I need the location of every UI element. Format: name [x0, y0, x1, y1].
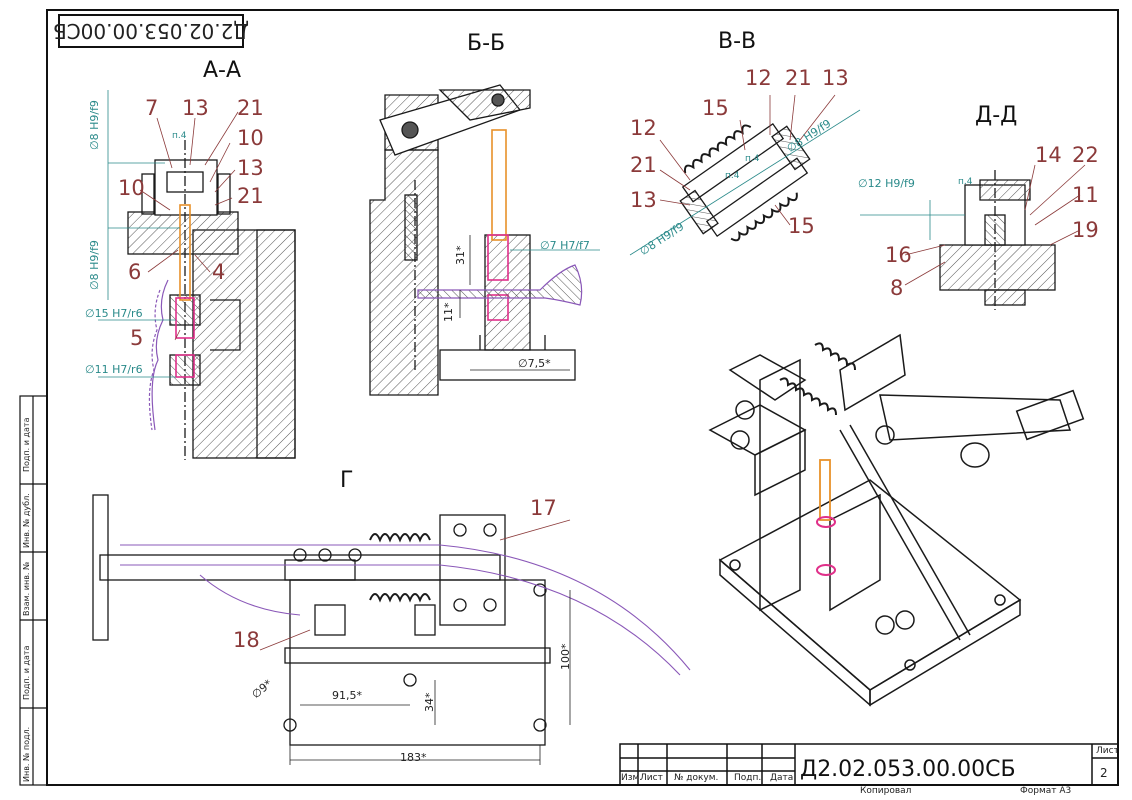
callout-dd-22: 22: [1072, 143, 1099, 167]
inverted-designation: Д2.02.053.00.00СБ: [53, 19, 249, 43]
fit-aa-4: ∅11 H7/r6: [85, 363, 143, 376]
callout-dd-16: 16: [885, 243, 912, 267]
title-block: [619, 743, 1119, 786]
dim-bb-11: 11*: [442, 302, 455, 323]
tb-col-sign: Подп.: [734, 773, 762, 783]
section-title-aa: А-А: [203, 58, 242, 83]
view-dd-leaders: [860, 164, 1086, 286]
callout-vv-21b: 21: [630, 153, 657, 177]
section-title-bb: Б-Б: [467, 31, 506, 56]
tb-col-doc: № докум.: [674, 773, 719, 783]
callout-vv-13b: 13: [630, 188, 657, 212]
callout-dd-8: 8: [890, 276, 904, 300]
callout-vv-13: 13: [822, 66, 849, 90]
side-stamp-5: Инв. № подл.: [22, 726, 31, 782]
fit-dd-1: ∅12 H9/f9: [858, 177, 915, 190]
callout-vv-21: 21: [785, 66, 812, 90]
fit-aa-1: ∅8 H9/f9: [88, 100, 101, 150]
tb-sheet-label: Лист: [1096, 746, 1119, 756]
isometric-rod: [816, 459, 836, 576]
callout-dd-11: 11: [1072, 183, 1099, 207]
callout-21: 21: [237, 96, 264, 120]
view-aa-leaders: [98, 90, 180, 378]
side-stamp-4: Подп. и дата: [22, 645, 31, 701]
side-stamp-2: Инв. № дубл.: [22, 493, 31, 548]
drawing-designation: Д2.02.053.00.00СБ: [800, 757, 1016, 782]
callout-6: 6: [128, 260, 142, 284]
note-dd: п.4: [958, 177, 973, 187]
view-bb: [369, 84, 576, 396]
tb-col-izm: Изм.: [621, 773, 643, 783]
inverted-designation-box: Д2.02.053.00.00СБ: [53, 14, 249, 48]
view-vv: [629, 109, 861, 256]
callout-dd-14: 14: [1035, 143, 1062, 167]
note-vv-1: п.4: [745, 154, 760, 164]
tb-sheet-number: 2: [1100, 766, 1108, 780]
section-title-vv: В-В: [718, 29, 757, 54]
tb-copied: Копировал: [860, 786, 912, 796]
view-g: [92, 494, 551, 746]
callout-vv-15b: 15: [788, 214, 815, 238]
view-bb-dims: [459, 235, 600, 371]
note-vv-2: п.4: [725, 171, 740, 181]
view-aa-rod: [148, 204, 195, 431]
callout-10b: 10: [118, 176, 145, 200]
callout-vv-12: 12: [745, 66, 772, 90]
fit-aa-2: ∅8 H9/f9: [88, 240, 101, 290]
callout-g-18: 18: [233, 628, 260, 652]
dim-g-183: 183*: [400, 751, 427, 764]
view-aa-callouts: [139, 111, 239, 341]
view-title-g: Г: [340, 468, 354, 493]
callout-7: 7: [145, 96, 159, 120]
side-stamp-3: Взам. инв. №: [22, 561, 31, 616]
dim-bb-31: 31*: [454, 245, 467, 266]
isometric-view: [708, 333, 1085, 707]
side-stamp-1: Подп. и дата: [22, 417, 31, 473]
callout-5: 5: [130, 326, 144, 350]
callout-21b: 21: [237, 184, 264, 208]
fit-aa-3: ∅15 H7/r6: [85, 307, 143, 320]
tb-col-date: Дата: [770, 773, 794, 783]
tb-col-list: Лист: [640, 773, 663, 783]
tb-format: Формат A3: [1020, 786, 1072, 796]
section-title-dd: Д-Д: [975, 103, 1018, 128]
callout-vv-12b: 12: [630, 116, 657, 140]
dim-bb-75: ∅7,5*: [518, 357, 551, 370]
fit-bb-1: ∅7 H7/f7: [540, 239, 590, 252]
callout-13: 13: [182, 96, 209, 120]
callout-10: 10: [237, 126, 264, 150]
view-g-contour: [120, 544, 691, 676]
view-dd: [939, 170, 1056, 310]
callout-13b: 13: [237, 156, 264, 180]
dim-g-915: 91,5*: [332, 689, 362, 702]
side-stamp: [19, 395, 48, 786]
view-bb-rod: [417, 129, 583, 321]
dim-g-100: 100*: [559, 643, 572, 671]
view-aa: [127, 140, 296, 460]
callout-dd-19: 19: [1072, 218, 1099, 242]
callout-g-17: 17: [530, 496, 557, 520]
callout-vv-15: 15: [702, 96, 729, 120]
view-g-dims: [259, 519, 571, 765]
callout-4: 4: [212, 260, 226, 284]
note-p4-aa: п.4: [172, 131, 187, 141]
view-vv-callouts: [659, 94, 836, 226]
dim-g-34: 34*: [423, 692, 436, 713]
